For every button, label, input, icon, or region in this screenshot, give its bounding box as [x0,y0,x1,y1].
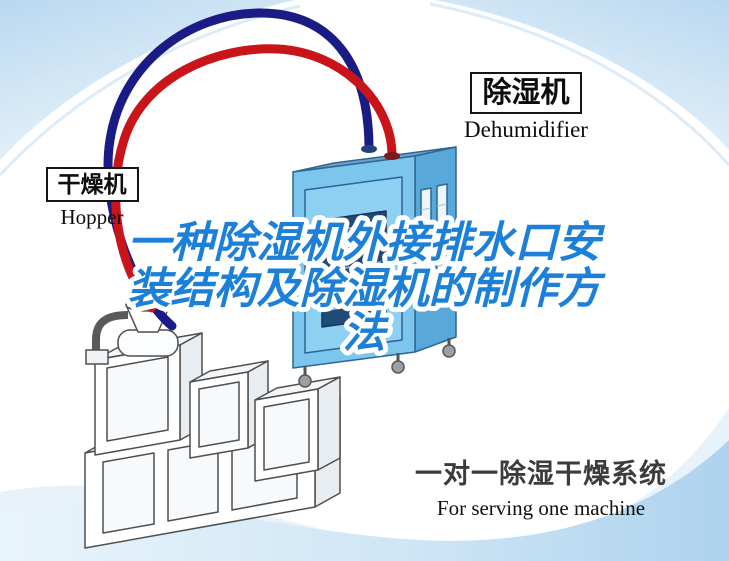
hopper-dome [117,329,179,357]
hopper-label-en: Hopper [60,204,124,229]
hopper-label-box: 干燥机 [45,167,139,202]
dehumidifier-drawing [292,146,457,388]
machine-tower-panel [106,356,169,442]
hopper-elbow-pipe [92,311,129,352]
machine-right-panel [263,398,310,471]
title-line-1: 一种除湿机外接排水口安 [128,219,606,267]
system-caption-cn: 一对一除湿干燥系统 [415,459,667,489]
dehumidifier-label-box: 除湿机 [470,72,582,115]
swoosh-top-right-line [429,2,729,167]
hopper-label-group: 干燥机 Hopper [36,167,148,230]
dehumidifier-label-group: 除湿机 Dehumidifier [446,72,606,143]
swoosh-top-right [435,0,729,150]
hopper-elbow-base [85,349,109,365]
red-pipe-fitting [384,152,400,160]
system-caption: 一对一除湿干燥系统 For serving one machine [396,452,686,521]
red-pipe [111,44,397,313]
machine-drawing [84,296,341,549]
dehumidifier-label-en: Dehumidifier [464,117,588,143]
side-vents [420,183,448,303]
patent-title: 一种除湿机外接排水口安 装结构及除湿机的制作方 法 [123,214,612,362]
title-line-3: 法 [343,309,390,357]
blue-pipe-fitting [361,145,377,153]
vent-slats [326,222,382,311]
system-caption-en: For serving one machine [436,496,646,520]
hopper-label-cn: 干燥机 [57,171,127,197]
machine-right-side [317,376,341,471]
title-line-2: 装结构及除湿机的制作方 [128,265,607,313]
caster-wheels [298,338,456,388]
machine-mid-panel [198,381,240,448]
connection-pipes [103,8,400,331]
swoosh-top-left-line [0,4,301,177]
swoosh-top-left [0,0,295,160]
dehumidifier-vent-panel [321,210,387,328]
dehumidifier-label-cn: 除湿机 [482,77,570,109]
